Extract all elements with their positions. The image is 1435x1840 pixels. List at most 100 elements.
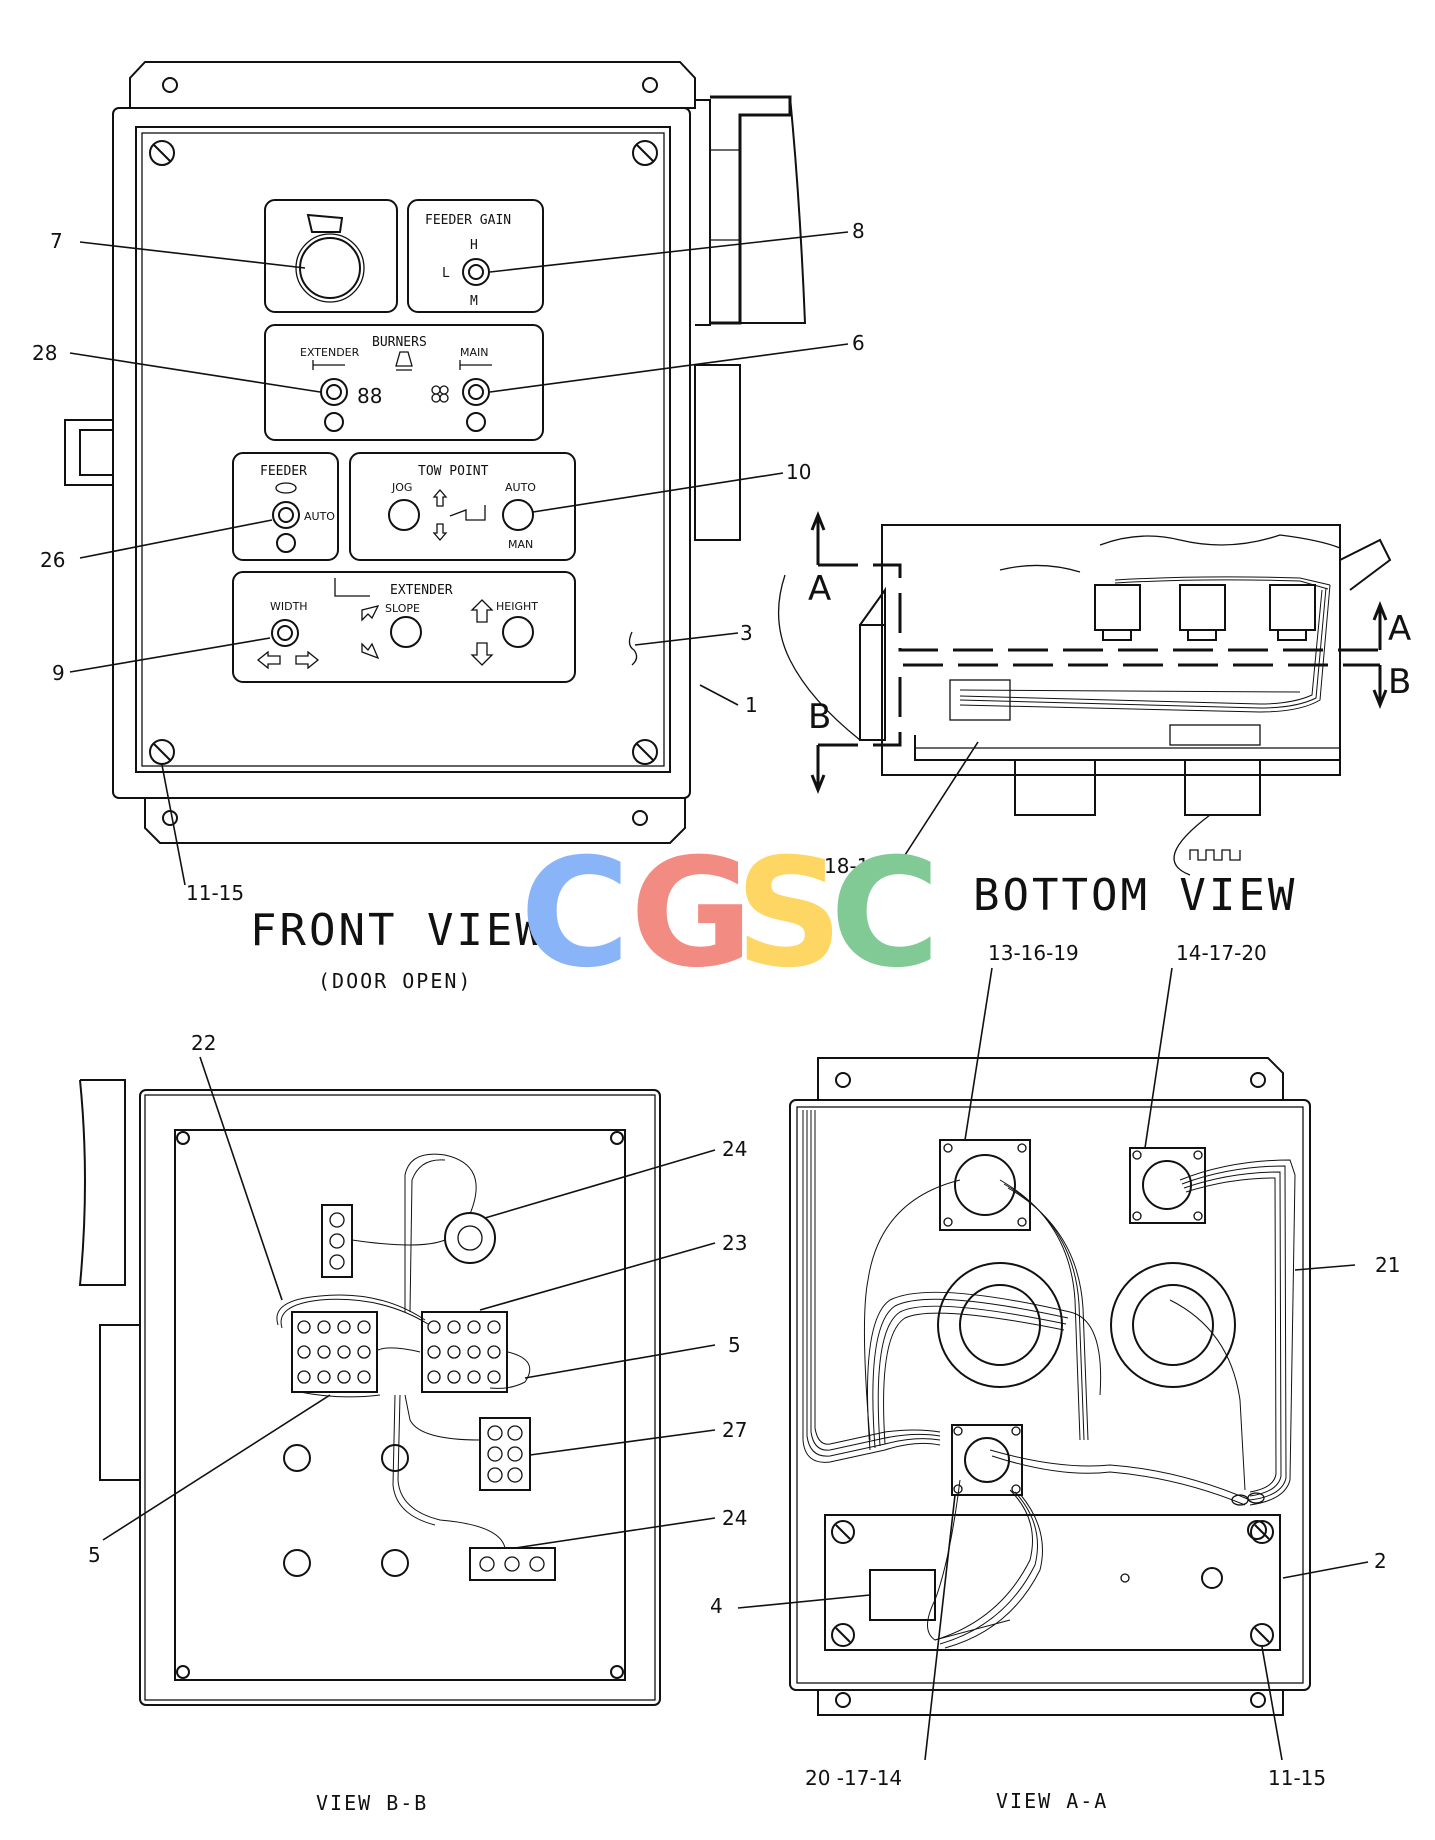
- tow-point-jog-button[interactable]: [388, 499, 420, 531]
- feeder-gain-switch[interactable]: [462, 258, 490, 286]
- section-mark-a-left: A: [808, 569, 831, 609]
- horn-button[interactable]: [299, 237, 361, 299]
- extender-label: EXTENDER: [390, 583, 453, 598]
- feeder-gain-label: FEEDER GAIN: [425, 213, 511, 228]
- tow-point-label: TOW POINT: [418, 464, 489, 479]
- view-aa-title: VIEW A-A: [996, 1789, 1108, 1813]
- horn-icon: [306, 213, 344, 233]
- callout-22: 22: [191, 1031, 216, 1055]
- callout-4: 4: [710, 1594, 723, 1618]
- section-mark-a-right: A: [1388, 609, 1411, 649]
- view-bb-leaders: [102, 1056, 716, 1549]
- leader-25-18-12: [904, 741, 979, 856]
- callout-5-right: 5: [728, 1333, 741, 1357]
- feeder-gain-h: H: [470, 238, 478, 253]
- burners-label: BURNERS: [372, 335, 427, 350]
- view-bb: [78, 1079, 661, 1706]
- watermark-c1: C: [520, 827, 630, 1001]
- burners-box: [264, 324, 544, 441]
- view-aa: [789, 1057, 1311, 1716]
- burners-main-label: MAIN: [460, 346, 489, 359]
- section-mark-b-right: B: [1388, 662, 1411, 702]
- view-bb-title: VIEW B-B: [316, 1791, 428, 1815]
- watermark-s: S: [735, 827, 843, 1001]
- section-line-a: [810, 510, 1388, 652]
- watermark-g: G: [630, 827, 753, 1001]
- callout-20-17-14: 20 -17-14: [805, 1766, 902, 1790]
- feeder-gain-l: L: [442, 266, 450, 281]
- corner-screw: [149, 140, 175, 166]
- bottom-view: [777, 510, 1392, 876]
- view-aa-leaders: [737, 967, 1369, 1761]
- callout-14-17-20: 14-17-20: [1176, 941, 1267, 965]
- tow-point-man-label: MAN: [508, 538, 533, 551]
- callout-3: 3: [740, 621, 753, 645]
- terminal-block: [421, 1311, 508, 1393]
- callout-1: 1: [745, 693, 758, 717]
- callout-11-15-aa: 11-15: [1268, 1766, 1326, 1790]
- terminal-block: [291, 1311, 378, 1393]
- corner-screw: [831, 1623, 855, 1647]
- extender-width-label: WIDTH: [270, 600, 308, 613]
- callout-2: 2: [1374, 1549, 1387, 1573]
- section-line-b: [810, 663, 1388, 795]
- burners-extender-label: EXTENDER: [300, 346, 360, 359]
- callout-21: 21: [1375, 1253, 1400, 1277]
- connector: [1269, 584, 1316, 641]
- watermark-c2: C: [830, 827, 940, 1001]
- callout-9: 9: [52, 661, 65, 685]
- callout-7: 7: [50, 229, 63, 253]
- callout-10: 10: [786, 460, 811, 484]
- callout-8: 8: [852, 219, 865, 243]
- main-burner-switch[interactable]: [462, 378, 490, 406]
- front-view-leaders: [69, 231, 849, 886]
- extender-burner-switch[interactable]: [320, 378, 348, 406]
- tow-point-jog-label: JOG: [391, 481, 412, 494]
- front-view-panel: FEEDER GAIN H L M BURNERS EXTENDER MAIN …: [64, 61, 807, 844]
- corner-screw: [632, 739, 658, 765]
- fan-icon: [431, 385, 449, 403]
- corner-screw: [831, 1520, 855, 1544]
- feeder-gain-box: [407, 199, 544, 313]
- callout-24-top: 24: [722, 1137, 747, 1161]
- tow-point-auto-label: AUTO: [505, 481, 536, 494]
- extender-height-label: HEIGHT: [496, 600, 538, 613]
- bottom-view-title: BOTTOM VIEW: [973, 870, 1297, 921]
- extender-burner-light: [324, 412, 344, 432]
- feeder-label: FEEDER: [260, 464, 307, 479]
- section-mark-b-left: B: [808, 697, 831, 737]
- extender-width-switch[interactable]: [271, 619, 299, 647]
- feeder-switch[interactable]: [272, 501, 300, 529]
- front-view-title: FRONT VIEW: [250, 905, 545, 956]
- callout-28: 28: [32, 341, 57, 365]
- door-open-subtitle: (DOOR OPEN): [318, 969, 472, 993]
- burner-digits: 88: [357, 384, 382, 408]
- callout-23: 23: [722, 1231, 747, 1255]
- tow-point-box: [349, 452, 576, 561]
- callout-24-bottom: 24: [722, 1506, 747, 1530]
- callout-6: 6: [852, 331, 865, 355]
- callout-11-15-front: 11-15: [186, 881, 244, 905]
- feeder-light: [276, 533, 296, 553]
- cgsc-watermark: C G S C: [520, 827, 940, 1001]
- callout-25-18-12: 25 -18-12: [785, 854, 882, 878]
- extender-slope-label: SLOPE: [385, 602, 420, 615]
- corner-screw: [632, 140, 658, 166]
- corner-screw: [1250, 1623, 1274, 1647]
- callout-5-left: 5: [88, 1543, 101, 1567]
- feeder-auto-label: AUTO: [304, 510, 335, 523]
- connector: [1179, 584, 1226, 641]
- feeder-box: [232, 452, 339, 561]
- corner-screw: [1250, 1520, 1274, 1544]
- callout-27: 27: [722, 1418, 747, 1442]
- extender-height-button[interactable]: [502, 616, 534, 648]
- callout-26: 26: [40, 548, 65, 572]
- horn-button-box: [264, 199, 398, 313]
- main-burner-light: [466, 412, 486, 432]
- corner-screw: [149, 739, 175, 765]
- tow-point-auto-button[interactable]: [502, 499, 534, 531]
- extender-slope-button[interactable]: [390, 616, 422, 648]
- extender-box: [232, 571, 576, 683]
- connector: [1094, 584, 1141, 641]
